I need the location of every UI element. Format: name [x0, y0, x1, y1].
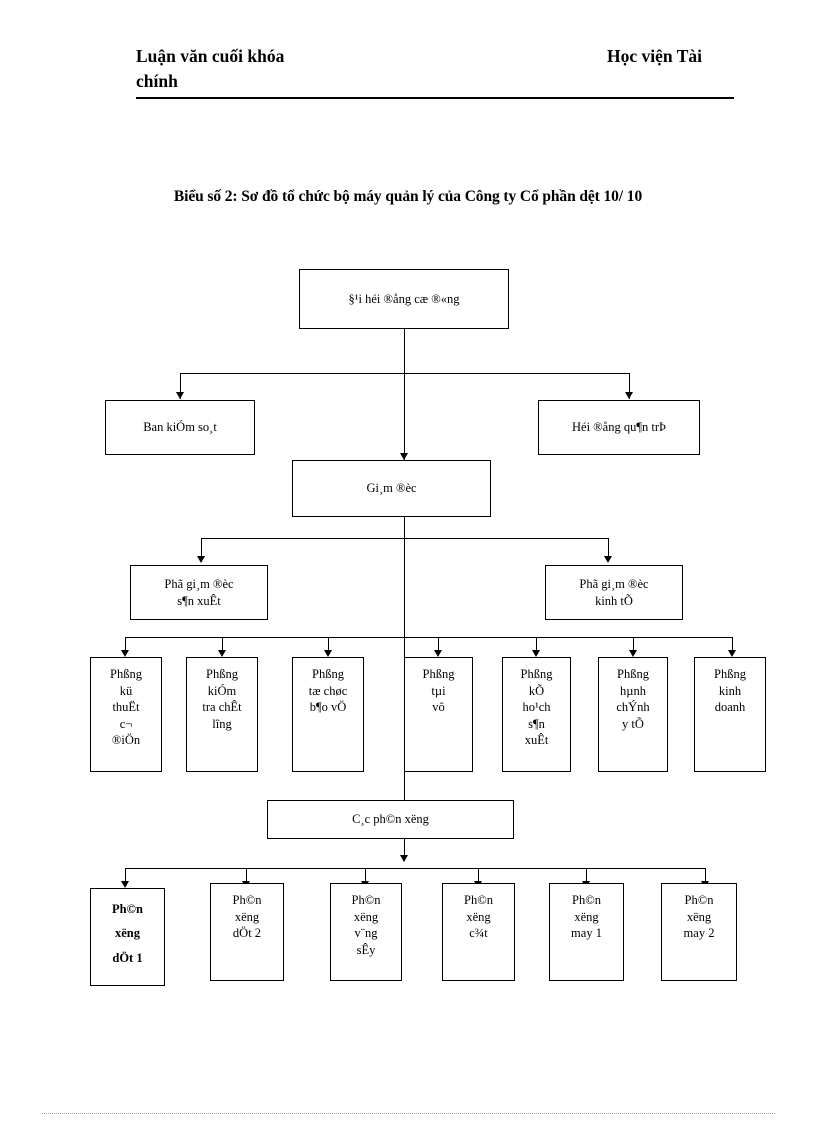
- node-dept-7-label: Phßng kinh doanh: [714, 667, 746, 714]
- header-left-line2: chính: [136, 71, 178, 91]
- connector-ws-6-drop: [705, 868, 706, 885]
- node-dept-3-label: Phßng tæ chøc b¶o vÖ: [308, 667, 348, 714]
- arrow-to-ws-1: [121, 881, 129, 888]
- arrow-to-dept-6: [629, 650, 637, 657]
- connector-level2-bar: [180, 373, 629, 374]
- connector-level4-bar: [201, 538, 608, 539]
- node-dept-2-label: Phßng kiÓm tra chÊt lîng: [202, 667, 242, 731]
- node-deputy-economics-label: Phã gi¸m ®èc kinh tÕ: [579, 577, 649, 608]
- node-dept-6: Phßng hµnh chÝnh y tÕ: [598, 657, 668, 772]
- node-ws-4: Ph©n xëng c¾t: [442, 883, 515, 981]
- header-row: Luận văn cuối khóa chính Học viện Tài: [136, 44, 734, 94]
- node-ws-1: Ph©n xëng dÖt 1: [90, 888, 165, 986]
- connector-dept-7-drop: [732, 637, 733, 654]
- header-divider: [136, 97, 734, 99]
- node-ws-2: Ph©n xëng dÖt 2: [210, 883, 284, 981]
- node-dept-7: Phßng kinh doanh: [694, 657, 766, 772]
- node-ws-6-label: Ph©n xëng may 2: [683, 893, 715, 940]
- arrow-to-dept-7: [728, 650, 736, 657]
- node-dept-4: Phßng tµi vô: [404, 657, 473, 772]
- node-workshops: C¸c ph©n xëng: [267, 800, 514, 839]
- arrow-to-director: [400, 453, 408, 460]
- arrow-into-workshop-bar: [400, 855, 408, 862]
- connector-level2-left-drop: [180, 373, 181, 399]
- arrow-to-supervisory-board: [176, 392, 184, 399]
- node-dept-6-label: Phßng hµnh chÝnh y tÕ: [616, 667, 650, 731]
- node-management-board: Héi ®ång qu¶n trÞ: [538, 400, 700, 455]
- connector-ws-1-drop: [125, 868, 126, 885]
- node-ws-5-label: Ph©n xëng may 1: [571, 893, 602, 940]
- node-ws-6: Ph©n xëng may 2: [661, 883, 737, 981]
- connector-departments-bar: [125, 637, 732, 638]
- connector-dept-3-drop: [328, 637, 329, 654]
- node-ws-2-label: Ph©n xëng dÖt 2: [232, 893, 262, 940]
- node-ws-3-label: Ph©n xëng v¨ng sÊy: [351, 893, 381, 957]
- node-dept-5-label: Phßng kÕ ho¹ch s¶n xuÊt: [520, 667, 553, 747]
- arrow-to-dept-2: [218, 650, 226, 657]
- node-workshops-label: C¸c ph©n xëng: [352, 812, 429, 827]
- connector-workshops-drop: [404, 839, 405, 861]
- node-director-label: Gi¸m ®èc: [366, 481, 417, 496]
- node-dept-2: Phßng kiÓm tra chÊt lîng: [186, 657, 258, 772]
- page-header: Luận văn cuối khóa chính Học viện Tài: [136, 44, 734, 94]
- connector-assembly-trunk: [404, 329, 405, 460]
- arrow-to-management-board: [625, 392, 633, 399]
- node-management-board-label: Héi ®ång qu¶n trÞ: [572, 420, 666, 435]
- connector-level2-right-drop: [629, 373, 630, 399]
- arrow-to-deputy-production: [197, 556, 205, 563]
- node-ws-5: Ph©n xëng may 1: [549, 883, 624, 981]
- node-dept-3: Phßng tæ chøc b¶o vÖ: [292, 657, 364, 772]
- diagram-title: Biểu số 2: Sơ đồ tổ chức bộ máy quản lý …: [173, 188, 643, 205]
- node-deputy-production-label: Phã gi¸m ®èc s¶n xuÊt: [164, 577, 234, 608]
- connector-level4-right-drop: [608, 538, 609, 560]
- connector-dept-6-drop: [633, 637, 634, 654]
- node-ws-3: Ph©n xëng v¨ng sÊy: [330, 883, 402, 981]
- node-assembly-label: §¹i héi ®ång cæ ®«ng: [348, 291, 460, 306]
- connector-ws-4-drop: [478, 868, 479, 885]
- connector-dept-2-drop: [222, 637, 223, 654]
- arrow-to-dept-3: [324, 650, 332, 657]
- arrow-to-dept-5: [532, 650, 540, 657]
- connector-ws-2-drop: [246, 868, 247, 885]
- connector-ws-3-drop: [365, 868, 366, 885]
- connector-dept-1-drop: [125, 637, 126, 654]
- header-left-line1: Luận văn cuối khóa: [136, 46, 285, 66]
- node-supervisory-board-label: Ban kiÓm so¸t: [143, 420, 217, 435]
- node-ws-4-label: Ph©n xëng c¾t: [464, 893, 493, 940]
- connector-trunk-to-workshops: [404, 637, 405, 800]
- header-right-text: Học viện Tài: [607, 46, 702, 66]
- node-assembly: §¹i héi ®ång cæ ®«ng: [299, 269, 509, 329]
- node-dept-4-label: Phßng tµi vô: [422, 667, 455, 714]
- node-director: Gi¸m ®èc: [292, 460, 491, 517]
- connector-director-trunk: [404, 517, 405, 637]
- connector-dept-5-drop: [536, 637, 537, 654]
- arrow-to-deputy-economics: [604, 556, 612, 563]
- connector-level4-left-drop: [201, 538, 202, 560]
- arrow-to-dept-4: [434, 650, 442, 657]
- header-left-text: Luận văn cuối khóa chính: [136, 44, 284, 94]
- node-ws-1-label: Ph©n xëng dÖt 1: [112, 902, 143, 965]
- footer-divider: [42, 1113, 775, 1114]
- node-deputy-production: Phã gi¸m ®èc s¶n xuÊt: [130, 565, 268, 620]
- connector-dept-4-drop: [438, 637, 439, 654]
- node-dept-1-label: Phßng kü thuËt c¬ ®iÖn: [110, 667, 142, 747]
- arrow-to-dept-1: [121, 650, 129, 657]
- node-dept-1: Phßng kü thuËt c¬ ®iÖn: [90, 657, 162, 772]
- node-supervisory-board: Ban kiÓm so¸t: [105, 400, 255, 455]
- connector-workshop-bar: [125, 868, 705, 869]
- node-deputy-economics: Phã gi¸m ®èc kinh tÕ: [545, 565, 683, 620]
- node-dept-5: Phßng kÕ ho¹ch s¶n xuÊt: [502, 657, 571, 772]
- connector-ws-5-drop: [586, 868, 587, 885]
